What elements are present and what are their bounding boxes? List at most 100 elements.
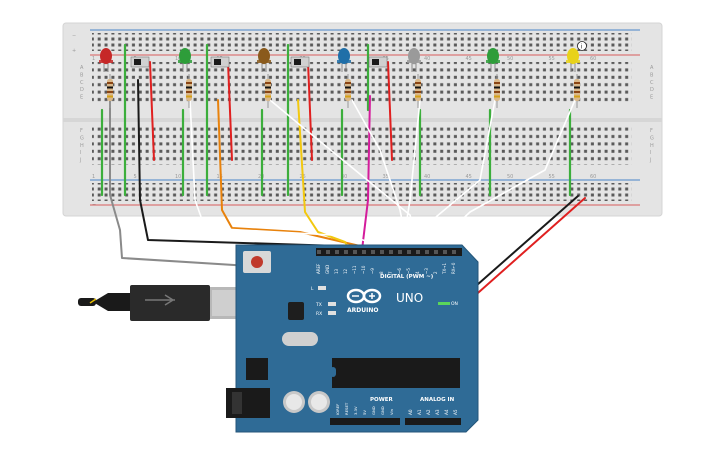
red-led[interactable] <box>99 48 113 72</box>
digital-pin-label: RX←0 <box>451 262 456 274</box>
yellow-led[interactable] <box>566 48 580 72</box>
pushbutton[interactable] <box>290 56 310 68</box>
row-label: I <box>650 150 651 156</box>
bottom-power-rail[interactable] <box>92 183 632 201</box>
column-number: 50 <box>507 56 513 62</box>
voltage-regulator <box>246 358 268 380</box>
rx-label: RX <box>316 311 322 317</box>
row-label: D <box>80 87 84 93</box>
row-label: H <box>80 143 84 149</box>
red-jumper[interactable] <box>149 61 155 161</box>
blue-led[interactable] <box>337 48 351 72</box>
digital-pin-label: TX→1 <box>442 262 447 275</box>
digital-pin[interactable] <box>380 250 384 254</box>
digital-pin-label: 4 <box>415 271 420 274</box>
digital-pin-label: ~9 <box>370 268 375 274</box>
white-wire-3[interactable] <box>351 99 409 251</box>
tx-label: TX <box>315 302 322 308</box>
digital-pin[interactable] <box>398 250 402 254</box>
power-label: POWER <box>370 397 394 403</box>
digital-pin[interactable] <box>416 250 420 254</box>
digital-pin-label: ~5 <box>406 268 411 274</box>
pushbutton[interactable] <box>130 56 150 68</box>
white-wire-2[interactable] <box>269 99 421 251</box>
column-number: 10 <box>175 174 181 180</box>
digital-pin[interactable] <box>362 250 366 254</box>
resistor[interactable] <box>107 74 113 108</box>
resistor[interactable] <box>574 74 580 108</box>
power-pin-label: Vin <box>389 408 394 415</box>
digital-pin-label: ~3 <box>424 268 429 274</box>
resistor[interactable] <box>186 74 192 108</box>
info-badge-text: i <box>581 44 583 51</box>
reset-button[interactable] <box>251 256 263 268</box>
row-label: J <box>649 158 651 164</box>
led-info-badge[interactable]: i <box>577 41 587 51</box>
red-jumper[interactable] <box>387 61 393 161</box>
row-label: G <box>80 135 84 141</box>
row-label: C <box>80 80 84 86</box>
power-header[interactable] <box>330 418 400 425</box>
atmega-chip <box>332 358 460 388</box>
column-number: 15 <box>217 174 223 180</box>
column-number: 60 <box>590 56 596 62</box>
pushbutton[interactable] <box>368 56 388 68</box>
orange-wire[interactable] <box>217 99 361 247</box>
column-number: 45 <box>466 174 472 180</box>
digital-pin[interactable] <box>452 250 456 254</box>
resistor[interactable] <box>345 74 351 108</box>
digital-pin-label: ~11 <box>352 265 357 274</box>
red-jumper[interactable] <box>227 61 233 161</box>
digital-pin-label: 12 <box>343 268 348 274</box>
row-label: H <box>650 143 654 149</box>
brown-led[interactable] <box>257 48 271 72</box>
column-number: 50 <box>507 174 513 180</box>
on-led <box>438 302 450 305</box>
digital-label: DIGITAL (PWM ~) <box>380 274 434 280</box>
column-number: 1 <box>92 56 95 62</box>
on-label: ON <box>451 301 458 307</box>
column-number: 35 <box>383 174 389 180</box>
white-wire-5[interactable] <box>411 99 496 251</box>
digital-pin[interactable] <box>407 250 411 254</box>
digital-pin[interactable] <box>443 250 447 254</box>
white-wire-1[interactable] <box>189 99 396 251</box>
white-wire-4[interactable] <box>401 99 421 251</box>
column-number: 1 <box>92 174 95 180</box>
column-number: 10 <box>175 56 181 62</box>
column-number: 55 <box>549 56 555 62</box>
digital-pin[interactable] <box>434 250 438 254</box>
row-label: F <box>650 128 653 134</box>
pushbutton[interactable] <box>210 56 230 68</box>
terminal-strip-bottom[interactable] <box>92 125 632 165</box>
analog-header[interactable] <box>405 418 461 425</box>
resistor[interactable] <box>494 74 500 108</box>
digital-pin[interactable] <box>344 250 348 254</box>
red-jumper[interactable] <box>307 61 313 161</box>
white-wire-6[interactable] <box>429 99 576 251</box>
digital-pin[interactable] <box>335 250 339 254</box>
arduino-logo-icon <box>346 288 382 304</box>
terminal-strip-top[interactable] <box>92 62 632 102</box>
resistor[interactable] <box>415 74 421 108</box>
row-label: C <box>650 80 654 86</box>
rail-minus-label-bottom: − <box>92 202 96 208</box>
power-pin-label: GND <box>371 406 376 415</box>
green-led[interactable] <box>178 48 192 72</box>
usb-chip <box>288 302 304 320</box>
digital-pin[interactable] <box>353 250 357 254</box>
digital-pin[interactable] <box>317 250 321 254</box>
digital-pin[interactable] <box>326 250 330 254</box>
row-label: I <box>80 150 81 156</box>
digital-pin[interactable] <box>371 250 375 254</box>
column-number: 5 <box>134 174 137 180</box>
model-text: UNO <box>396 291 423 305</box>
digital-pin[interactable] <box>389 250 393 254</box>
digital-pin[interactable] <box>425 250 429 254</box>
resistor[interactable] <box>265 74 271 108</box>
gray-led[interactable] <box>407 48 421 72</box>
top-power-rail[interactable] <box>92 33 632 51</box>
green-led-2[interactable] <box>486 48 500 72</box>
